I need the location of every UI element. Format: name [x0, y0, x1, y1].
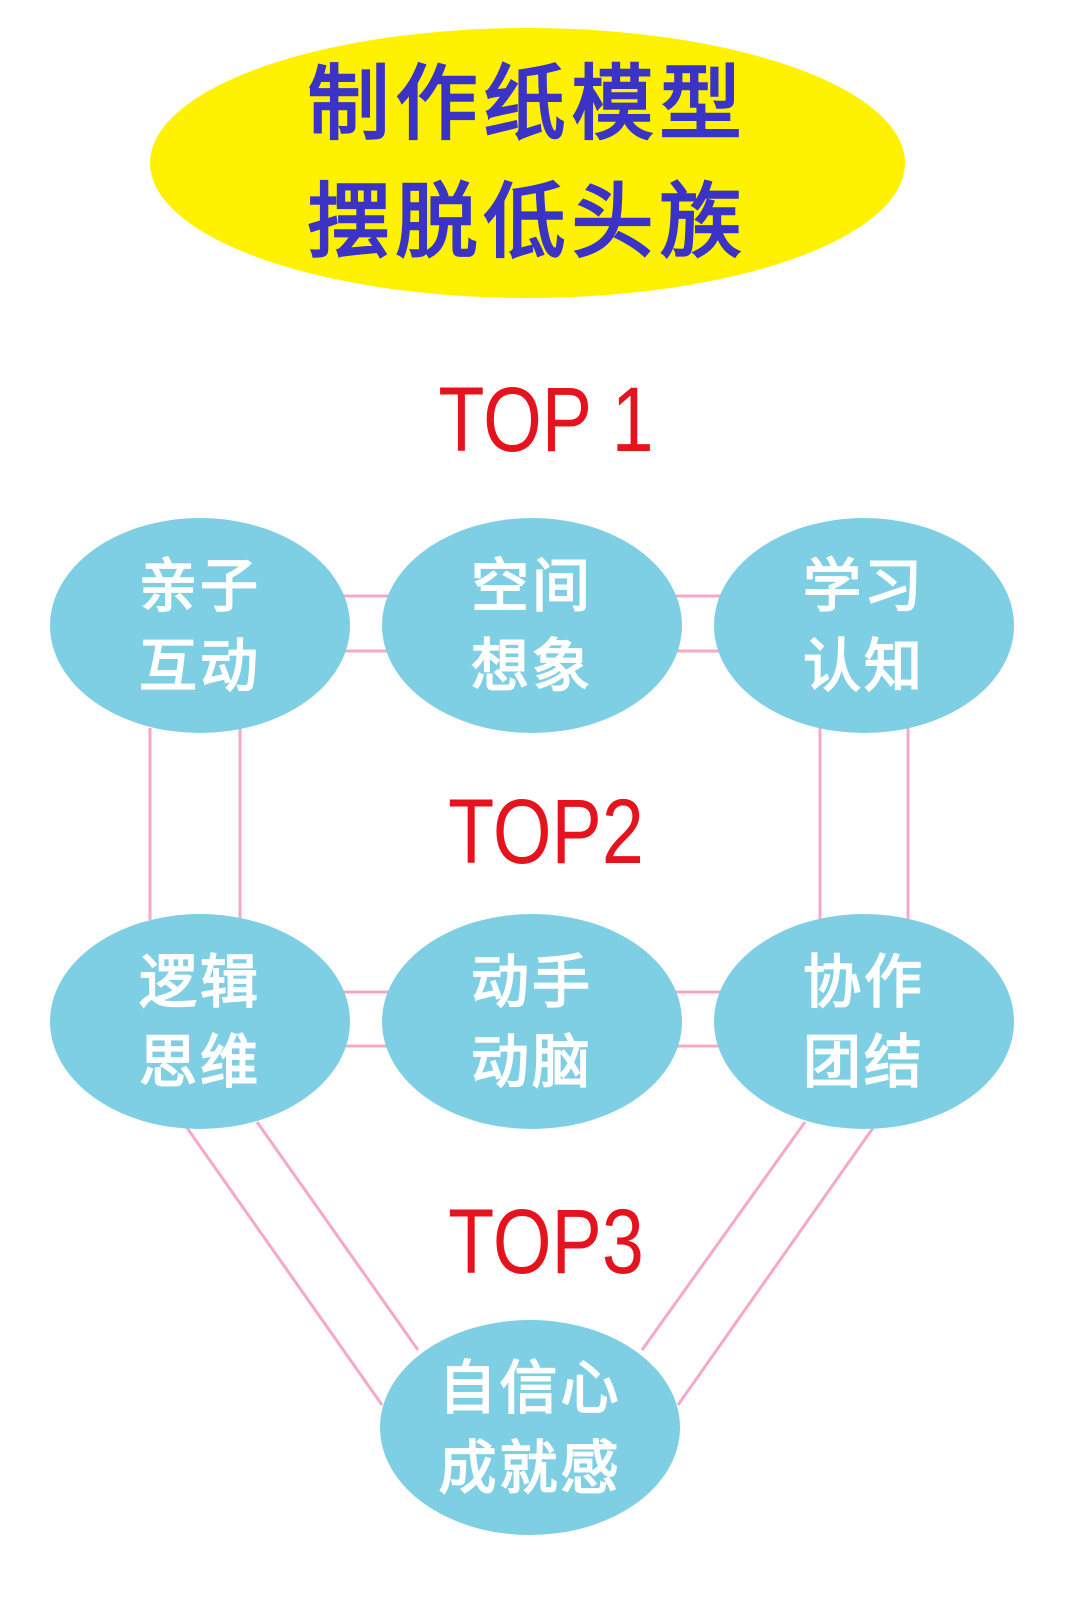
node-label-line-2: 思维 — [138, 1027, 261, 1096]
tier-label-top1: TOP 1 — [438, 369, 654, 471]
node-logical-thinking: 逻辑 思维 — [50, 914, 350, 1129]
tier-label-top2: TOP2 — [448, 781, 644, 883]
node-label-line-1: 学习 — [802, 551, 925, 620]
connector-logic-confidence-inner — [255, 1121, 420, 1351]
node-learning-cognition: 学习 认知 — [714, 518, 1014, 733]
node-spatial-imagination: 空间 想象 — [382, 518, 682, 733]
title-banner: 制作纸模型 摆脱低头族 — [150, 28, 905, 298]
title-line-1: 制作纸模型 — [307, 56, 748, 152]
node-label-line-2: 想象 — [470, 631, 593, 700]
node-label-line-1: 协作 — [802, 947, 925, 1016]
node-label-line-2: 团结 — [802, 1027, 925, 1096]
connector-teamwork-confidence-outer — [676, 1124, 877, 1406]
node-label-line-2: 动脑 — [470, 1027, 593, 1096]
tier-label-top3: TOP3 — [448, 1191, 644, 1293]
node-label-line-2: 认知 — [802, 631, 925, 700]
connector-logic-confidence-outer — [183, 1124, 384, 1406]
node-label-line-1: 自信心 — [438, 1353, 622, 1422]
connector-teamwork-confidence-inner — [640, 1121, 807, 1351]
node-parent-child-interaction: 亲子 互动 — [50, 518, 350, 733]
node-label-line-1: 逻辑 — [138, 947, 261, 1016]
title-line-2: 摆脱低头族 — [307, 174, 748, 270]
node-label-line-2: 互动 — [138, 631, 261, 700]
node-confidence-achievement: 自信心 成就感 — [380, 1320, 680, 1535]
node-label-line-1: 亲子 — [138, 551, 261, 620]
node-label-line-1: 动手 — [470, 947, 593, 1016]
node-teamwork-unity: 协作 团结 — [714, 914, 1014, 1129]
node-label-line-1: 空间 — [470, 551, 593, 620]
node-hands-on-brain: 动手 动脑 — [382, 914, 682, 1129]
node-label-line-2: 成就感 — [438, 1433, 622, 1502]
